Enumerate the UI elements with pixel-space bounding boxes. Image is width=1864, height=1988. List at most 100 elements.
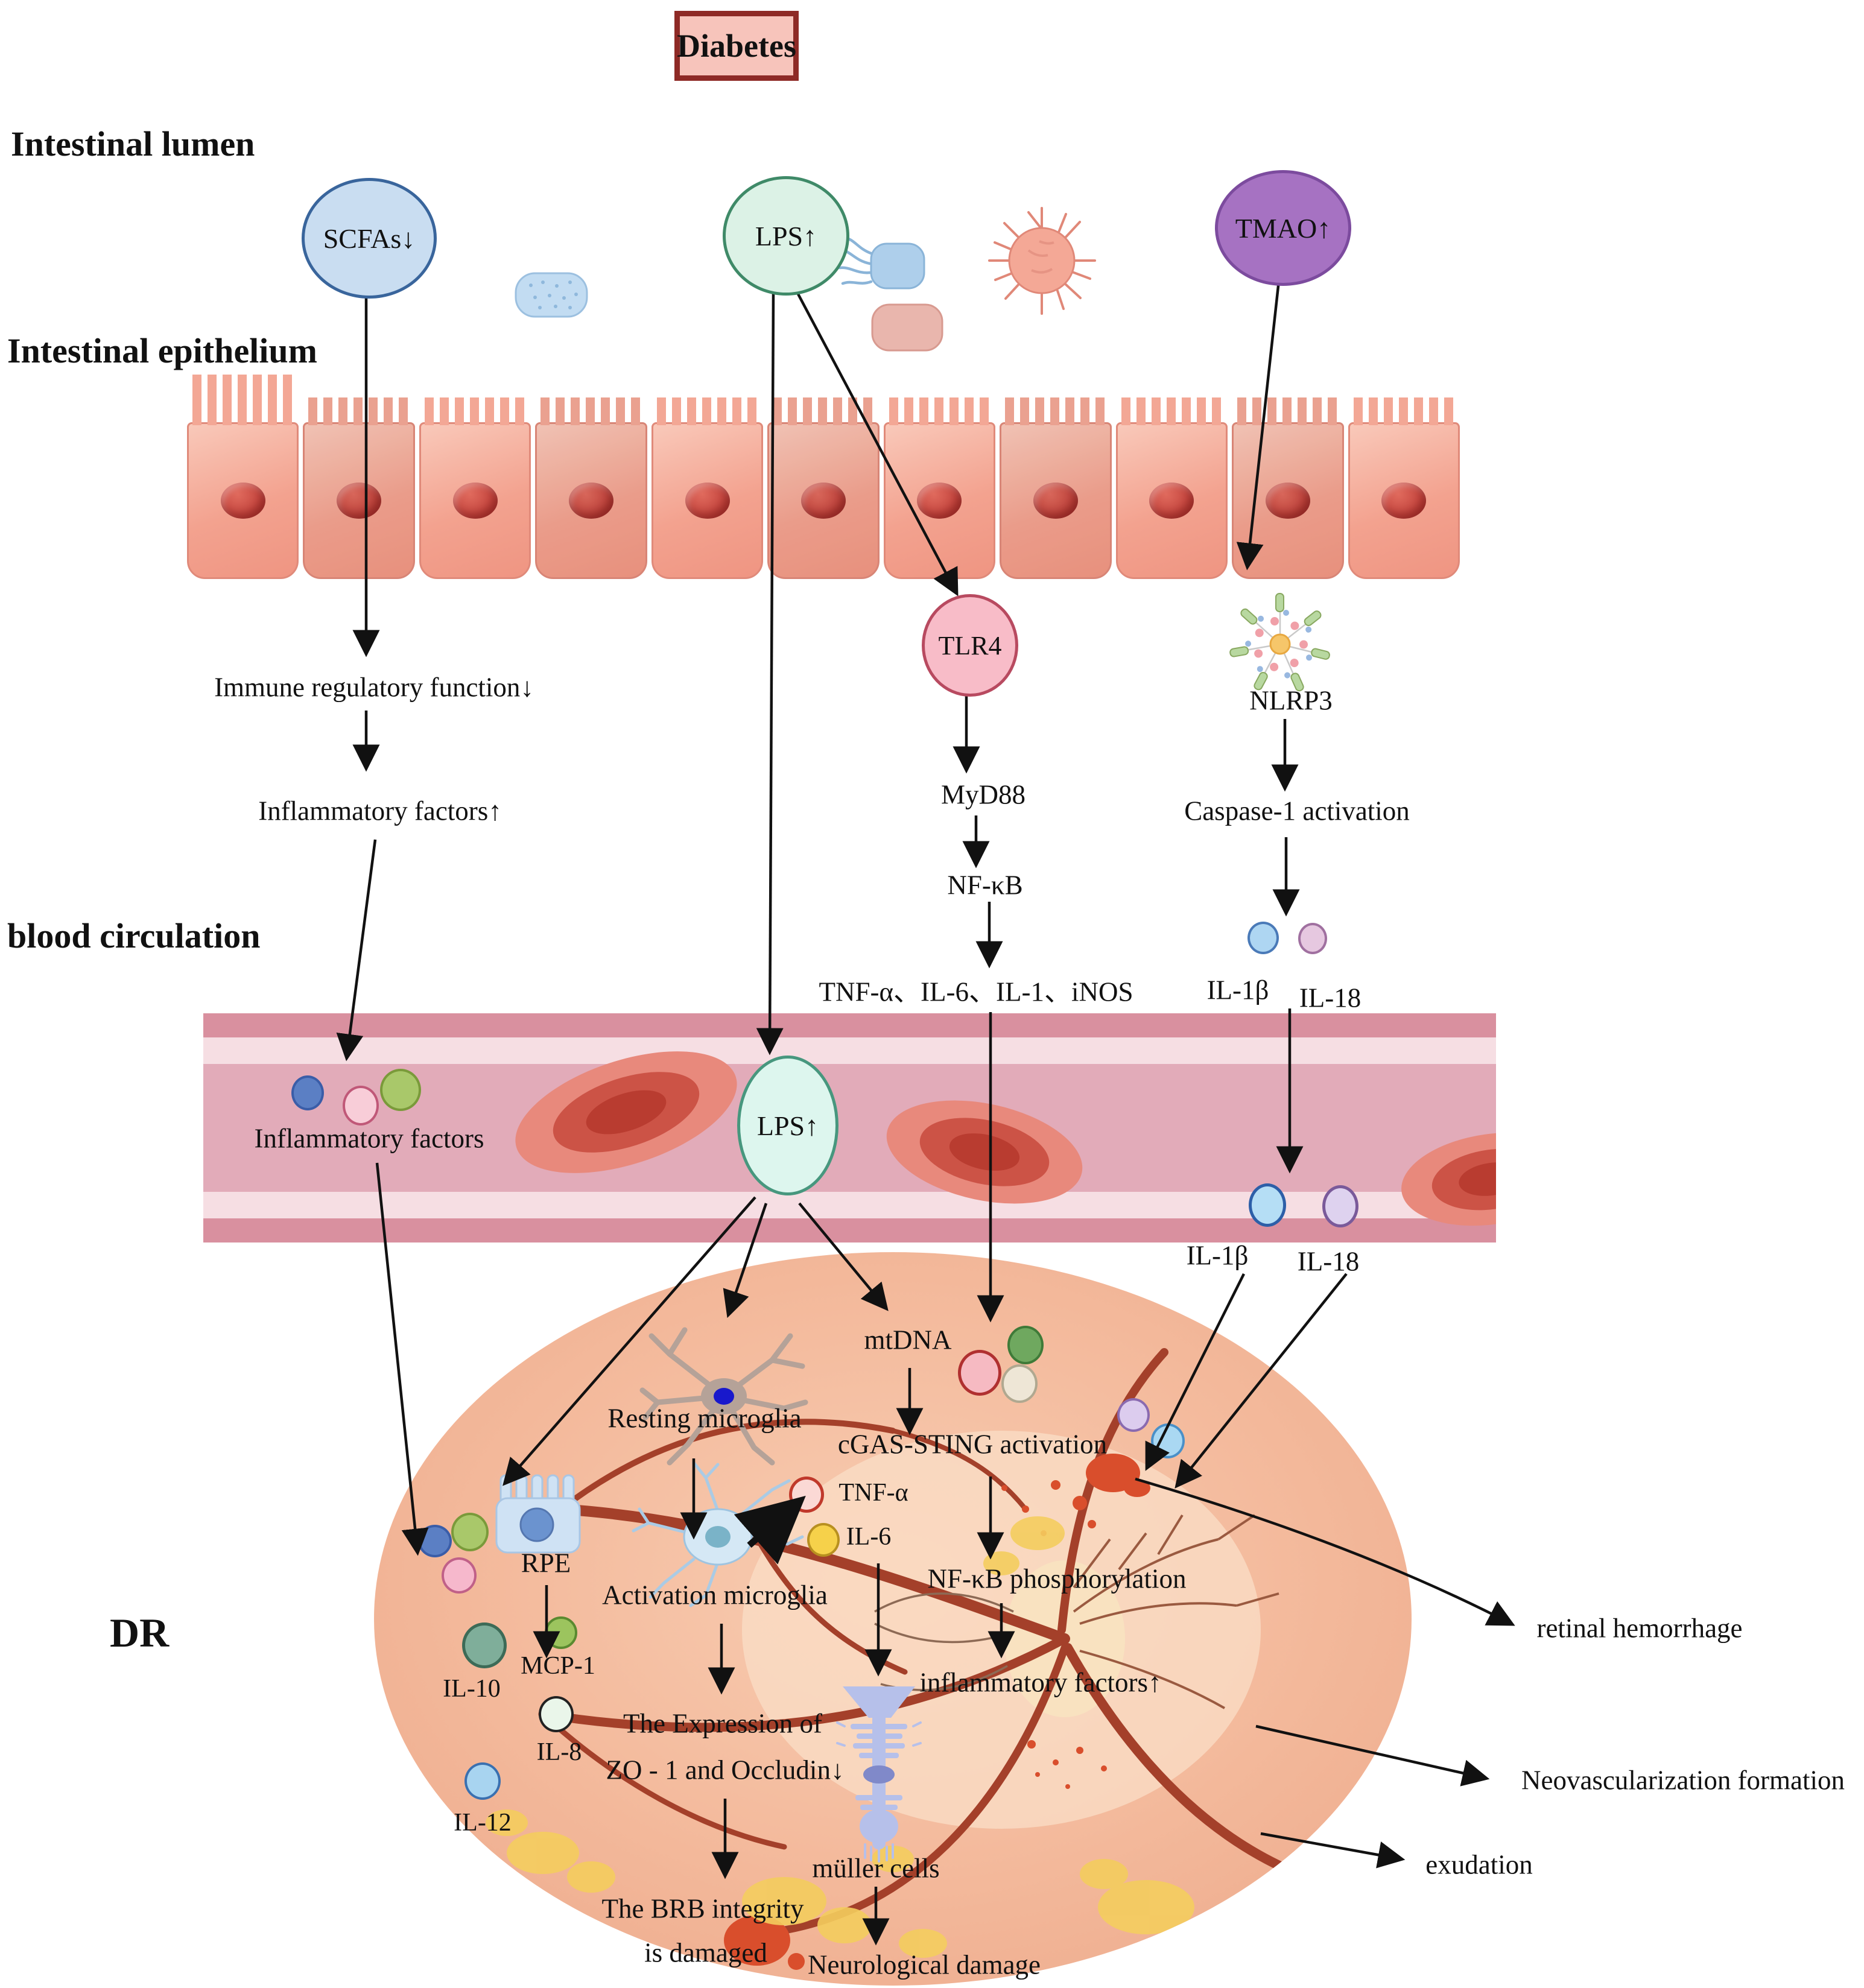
mtdna-label: mtDNA xyxy=(864,1325,952,1355)
bacterium-spiky-icon xyxy=(988,207,1096,315)
microvilli xyxy=(656,397,758,425)
retina-left-dot-blue xyxy=(418,1525,452,1557)
expression-line2-label: ZO - 1 and Occludin↓ xyxy=(606,1755,845,1785)
cell-nucleus xyxy=(685,482,730,519)
brb-line2-label: is damaged xyxy=(644,1937,767,1968)
cytokine-dot-blue xyxy=(291,1075,324,1110)
myd88-label: MyD88 xyxy=(940,779,1026,810)
il1b-dot xyxy=(1247,922,1279,954)
lps-lumen-label: LPS↑ xyxy=(755,220,817,252)
lps-vessel-label: LPS↑ xyxy=(756,1110,819,1141)
microvilli xyxy=(192,375,294,425)
retinal-hemorrhage-label: retinal hemorrhage xyxy=(1536,1613,1743,1644)
diabetes-title: Diabetes xyxy=(677,28,796,64)
il6-dot xyxy=(807,1523,840,1557)
vessel-inflammatory-factors-label: Inflammatory factors xyxy=(254,1123,484,1154)
il18-dot xyxy=(1298,923,1327,954)
microvilli xyxy=(424,397,526,425)
retina-dot-blue xyxy=(1151,1423,1185,1458)
hemorrhage-spots xyxy=(724,1454,1150,1970)
resting-microglia-icon xyxy=(639,1327,808,1466)
resting-microglia-label: Resting microglia xyxy=(607,1403,802,1434)
il18-label: IL-18 xyxy=(1299,983,1362,1013)
microvilli xyxy=(308,397,410,425)
il18-vessel-label: IL-18 xyxy=(1297,1246,1360,1277)
intestinal-epithelium-cells xyxy=(187,375,1460,579)
microvilli xyxy=(1005,397,1106,425)
retina-left-dot-green xyxy=(451,1513,489,1551)
scfas-label: SCFAs↓ xyxy=(323,223,416,254)
tmao-node: TMAO↑ xyxy=(1215,170,1351,286)
il1b-label: IL-1β xyxy=(1206,975,1269,1005)
epithelial-cell xyxy=(419,397,531,579)
muller-cell-icon xyxy=(836,1686,922,1863)
section-dr: DR xyxy=(110,1610,170,1656)
cell-nucleus xyxy=(1265,482,1310,519)
epithelial-cell xyxy=(767,397,880,579)
il8-dot xyxy=(539,1696,574,1732)
lps-vessel-node: LPS↑ xyxy=(737,1056,838,1195)
il6-label: IL-6 xyxy=(846,1522,892,1551)
epithelial-cell xyxy=(883,397,996,579)
section-intestinal-lumen: Intestinal lumen xyxy=(11,124,255,163)
microvilli xyxy=(1353,397,1454,425)
vessel-wall-inner-top xyxy=(203,1037,1496,1064)
cell-nucleus xyxy=(452,482,498,519)
il12-label: IL-12 xyxy=(454,1808,512,1837)
activation-microglia-label: Activation microglia xyxy=(602,1580,828,1610)
cell-nucleus xyxy=(1149,482,1194,519)
brb-line1-label: The BRB integrity xyxy=(601,1893,804,1924)
cgas-sting-label: cGAS-STING activation xyxy=(837,1429,1108,1460)
microvilli xyxy=(773,397,874,425)
tlr4-node: TLR4 xyxy=(922,594,1018,697)
nfkb-phosphorylation-label: NF-κB phosphorylation xyxy=(927,1563,1187,1594)
epithelial-cell xyxy=(303,397,415,579)
nlrp3-label: NLRP3 xyxy=(1249,685,1333,716)
mcp1-dot xyxy=(545,1616,577,1649)
tmao-label: TMAO↑ xyxy=(1235,212,1331,244)
cell-nucleus xyxy=(1033,482,1078,519)
epithelial-cell xyxy=(1115,397,1228,579)
cell-nucleus xyxy=(917,482,962,519)
vessel-wall-outer-bottom xyxy=(203,1218,1496,1242)
vessel-wall-outer-top xyxy=(203,1013,1496,1037)
il1b-dot-vessel xyxy=(1249,1183,1286,1227)
scfas-node: SCFAs↓ xyxy=(302,178,437,299)
exudation-label: exudation xyxy=(1425,1849,1533,1880)
microvilli xyxy=(540,397,642,425)
diabetes-title-box: Diabetes xyxy=(674,11,799,81)
immune-regulatory-label: Immune regulatory function↓ xyxy=(214,672,534,703)
cytokines-label: TNF-α、IL-6、IL-1、iNOS xyxy=(819,977,1133,1007)
cytokine-dot-green xyxy=(380,1069,421,1111)
tnfa-dot xyxy=(789,1477,824,1513)
microvilli xyxy=(889,397,991,425)
il8-label: IL-8 xyxy=(536,1738,582,1766)
bacterium-pill-blue-icon xyxy=(515,272,588,318)
inflammatory-factors-up-label: Inflammatory factors↑ xyxy=(258,796,502,826)
bacterium-pill-pink-icon xyxy=(871,303,943,352)
neurological-damage-label: Neurological damage xyxy=(807,1949,1041,1980)
tnfa-label: TNF-α xyxy=(838,1478,908,1507)
inflammatory-factors-retina-label: inflammatory factors↑ xyxy=(919,1667,1162,1698)
section-intestinal-epithelium: Intestinal epithelium xyxy=(7,331,317,370)
epithelial-cell xyxy=(535,397,647,579)
retina-dot-purple xyxy=(1117,1398,1150,1432)
muller-cells-label: müller cells xyxy=(812,1853,940,1884)
mcp1-label: MCP-1 xyxy=(521,1651,595,1680)
il12-dot xyxy=(464,1762,501,1800)
lps-lumen-node: LPS↑ xyxy=(723,176,849,296)
microvilli xyxy=(1121,397,1223,425)
section-blood-circulation: blood circulation xyxy=(7,916,261,955)
il18-dot-vessel xyxy=(1322,1185,1358,1227)
tlr4-label: TLR4 xyxy=(938,630,1002,660)
cell-nucleus xyxy=(1381,482,1427,519)
epithelial-cell xyxy=(1232,397,1344,579)
mtdna-dot-red xyxy=(958,1350,1001,1396)
caspase1-label: Caspase-1 activation xyxy=(1184,796,1410,826)
microvilli xyxy=(1237,397,1339,425)
rpe-label: RPE xyxy=(521,1548,571,1578)
expression-line1-label: The Expression of xyxy=(623,1708,822,1739)
cell-nucleus xyxy=(569,482,614,519)
nfkb-label: NF-κB xyxy=(947,870,1023,901)
cell-nucleus xyxy=(220,482,265,519)
